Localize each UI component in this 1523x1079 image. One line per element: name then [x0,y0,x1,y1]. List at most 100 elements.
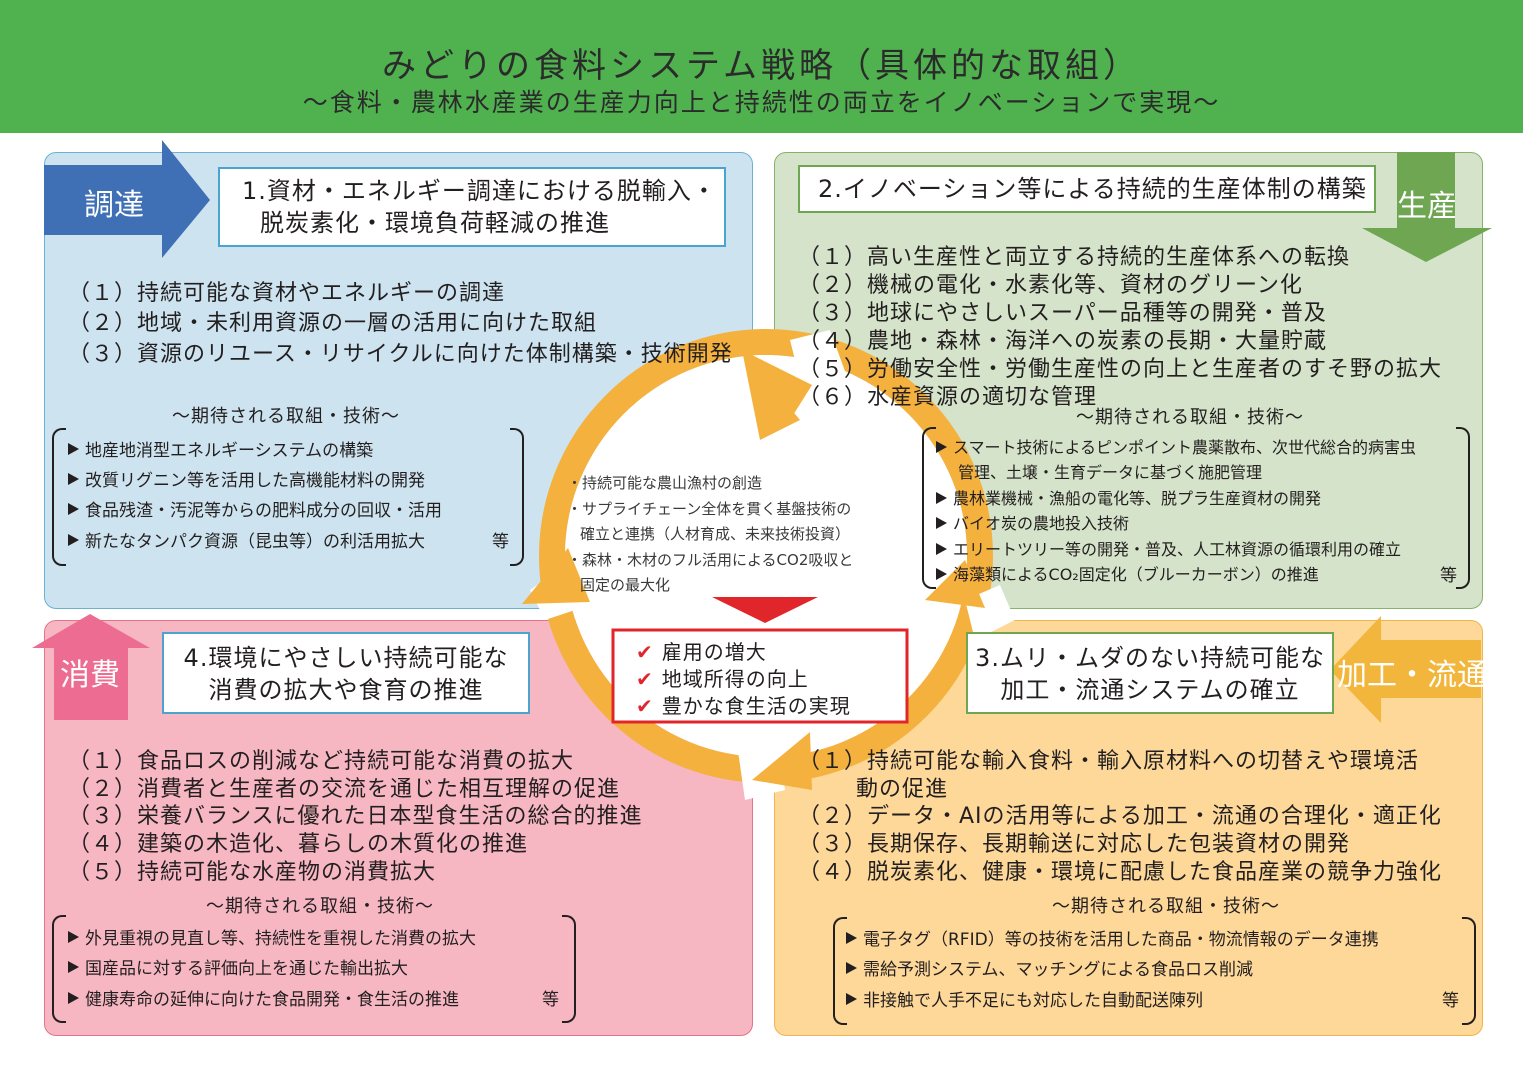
check-icon: ✔ [636,694,654,718]
cycle-arrowhead-left [522,548,590,604]
q1-item-1: （１）持続可能な資材やエネルギーの調達 [68,281,506,306]
q3-expected-2: 需給予測システム、マッチングによる食品ロス削減 [846,955,1253,980]
q2-item-4: （４）農地・森林・海洋への炭素の長期・大量貯蔵 [798,329,1328,354]
q3-bracket-right [1462,917,1476,1025]
q2-etc: 等 [1440,566,1457,586]
production-tag: 生産 [1397,189,1457,224]
q2-item-5: （５）労働安全性・労働生産性の向上と生産者のすそ野の拡大 [798,357,1443,382]
q2-item-3: （３）地球にやさしいスーパー品種等の開発・普及 [798,301,1327,326]
q4-expected-1: 外見重視の見直し等、持続性を重視した消費の拡大 [68,924,476,949]
center-goal-3b: 固定の最大化 [580,576,671,594]
q2-expected-5: 海藻類によるCO₂固定化（ブルーカーボン）の推進 [936,561,1319,585]
q1-etc: 等 [492,532,509,552]
check-icon: ✔ [636,667,654,691]
q4-heading-line1: 4.環境にやさしい持続可能な [183,644,509,672]
q3-expected-3: 非接触で人手不足にも対応した自動配送陳列 [846,986,1203,1011]
q2-expected-1b: 管理、土壌・生育データに基づく施肥管理 [958,463,1263,482]
q4-bracket-right [562,915,576,1023]
bullet-triangle-icon [68,443,79,455]
q1-heading-line1: 1.資材・エネルギー調達における脱輸入・ [242,177,717,205]
bullet-triangle-icon [936,542,947,555]
q1-item-3: （３）資源のリユース・リサイクルに向けた体制構築・技術開発 [68,342,733,367]
cycle-arrowhead-right [925,560,985,608]
q1-expected-title: 〜期待される取組・技術〜 [172,406,400,427]
q1-expected-2: 改質リグニン等を活用した高機能材料の開発 [68,466,425,491]
q3-item-2: （２）データ・AIの活用等による加工・流通の合理化・適正化 [798,804,1442,829]
procurement-tag: 調達 [84,188,144,223]
q3-expected-1: 電子タグ（RFID）等の技術を活用した商品・物流情報のデータ連携 [846,925,1379,950]
header-banner [0,0,1523,133]
q2-expected-2: 農林業機械・漁船の電化等、脱プラ生産資材の開発 [936,485,1321,509]
q3-item-1b: 動の促進 [856,777,949,802]
q3-heading-box: 3.ムリ・ムダのない持続可能な 加工・流通システムの確立 [966,632,1334,714]
bullet-triangle-icon [68,931,79,943]
bullet-triangle-icon [68,503,79,515]
q4-item-4: （４）建築の木造化、暮らしの木質化の推進 [68,832,529,857]
bullet-triangle-icon [936,440,947,453]
q4-item-5: （５）持続可能な水産物の消費拡大 [68,860,437,885]
q2-heading-box: 2.イノベーション等による持続的生産体制の構築 [798,165,1376,213]
q1-expected-1: 地産地消型エネルギーシステムの構築 [68,436,373,461]
q4-expected-title: 〜期待される取組・技術〜 [206,896,434,917]
q3-bracket-left [833,917,847,1025]
outcome-2: ✔地域所得の向上 [636,667,809,691]
q1-bracket-right [510,428,524,566]
page-subtitle: 〜食料・農林水産業の生産力向上と持続性の両立をイノベーションで実現〜 [302,88,1221,117]
q2-item-2: （２）機械の電化・水素化等、資材のグリーン化 [798,273,1303,298]
consumption-tag: 消費 [60,658,120,693]
q4-expected-2: 国産品に対する評価向上を通じた輸出拡大 [68,954,408,979]
q2-expected-4: エリートツリー等の開発・普及、人工林資源の循環利用の確立 [936,536,1401,560]
q4-heading-line2: 消費の拡大や食育の推進 [208,676,484,704]
q1-expected-4: 新たなタンパク資源（昆虫等）の利活用拡大 [68,527,425,552]
cycle-arrowhead-bottom [752,732,812,790]
center-goal-3: ・森林・木材のフル活用によるCO2吸収と [567,551,854,569]
bullet-triangle-icon [68,534,79,546]
bullet-triangle-icon [846,932,857,944]
q1-expected-3: 食品残渣・汚泥等からの肥料成分の回収・活用 [68,496,442,521]
outcome-1: ✔雇用の増大 [636,640,767,664]
q2-item-1: （１）高い生産性と両立する持続的生産体系への転換 [798,245,1351,270]
q1-heading-box: 1.資材・エネルギー調達における脱輸入・ 脱炭素化・環境負荷軽減の推進 [218,167,726,247]
cycle-arrowhead-top [742,350,800,440]
q3-item-3: （３）長期保存、長期輸送に対応した包装資材の開発 [798,832,1351,857]
q3-heading-line2: 加工・流通システムの確立 [1000,676,1300,704]
q2-expected-title: 〜期待される取組・技術〜 [1076,407,1304,428]
cycle-arrowhead-top-b [742,350,812,420]
check-icon: ✔ [636,640,654,664]
q4-expected-3: 健康寿命の延伸に向けた食品開発・食生活の推進 [68,985,459,1010]
q4-item-3: （３）栄養バランスに優れた日本型食生活の総合的推進 [68,804,643,829]
q1-bracket-left [52,428,66,566]
q2-heading-text: 2.イノベーション等による持続的生産体制の構築 [818,175,1367,203]
center-goal-2: ・サプライチェーン全体を貫く基盤技術の [567,500,852,518]
q3-etc: 等 [1442,991,1459,1011]
bullet-triangle-icon [846,962,857,974]
q3-item-1: （１）持続可能な輸入食料・輸入原材料への切替えや環境活 [798,749,1420,774]
production-arrow [1362,152,1492,262]
q4-item-1: （１）食品ロスの削減など持続可能な消費の拡大 [68,749,575,774]
q2-expected-1: スマート技術によるピンポイント農薬散布、次世代総合的病害虫 [936,434,1416,458]
q2-item-6: （６）水産資源の適切な管理 [798,385,1098,410]
bullet-triangle-icon [68,961,79,973]
bullet-triangle-icon [68,992,79,1004]
center-goal-2b: 確立と連携（人材育成、未来技術投資） [580,525,851,543]
q1-item-2: （２）地域・未利用資源の一層の活用に向けた取組 [68,311,598,336]
q4-item-2: （２）消費者と生産者の交流を通じた相互理解の促進 [68,777,621,802]
page-title: みどりの食料システム戦略（具体的な取組） [382,46,1141,86]
q4-bracket-left [52,915,66,1023]
outcome-pointer-triangle [712,597,818,623]
q3-heading-line1: 3.ムリ・ムダのない持続可能な [975,644,1325,672]
bullet-triangle-icon [846,993,857,1005]
bullet-triangle-icon [68,473,79,485]
procurement-arrow [44,140,210,258]
processing-arrow [1330,616,1481,723]
bullet-triangle-icon [936,516,947,529]
consumption-arrow [32,614,150,720]
bullet-triangle-icon [936,491,947,504]
q2-bracket-right [1456,427,1470,589]
q2-bracket-left [922,427,936,589]
center-goal-1: ・持続可能な農山漁村の創造 [567,474,763,492]
q1-heading-line2: 脱炭素化・環境負荷軽減の推進 [260,209,610,237]
q3-expected-title: 〜期待される取組・技術〜 [1052,896,1280,917]
bullet-triangle-icon [936,567,947,580]
